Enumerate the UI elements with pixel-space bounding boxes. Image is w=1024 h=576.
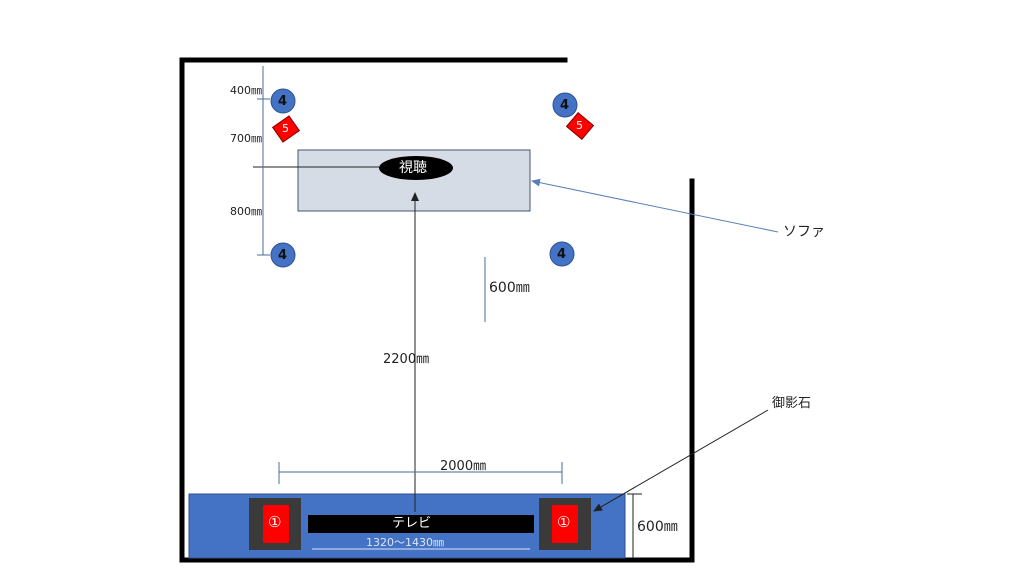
dimension-left [257,66,270,256]
front-speaker-right [539,498,591,550]
speaker-4-top-left [270,88,296,114]
speaker-4-bottom-right [549,241,575,267]
speaker-4-top-right [552,92,578,118]
sofa-pointer [531,178,779,233]
dimension-2000 [278,462,563,484]
granite-pointer [593,409,769,512]
dimension-600-right [627,493,642,558]
speaker-5-left [271,115,301,143]
speaker-5-right [565,111,595,141]
room-walls [179,57,695,563]
listening-position [379,156,453,180]
speaker-4-bottom-left [270,242,296,268]
tv-box [308,515,534,533]
front-speaker-left [249,498,301,550]
